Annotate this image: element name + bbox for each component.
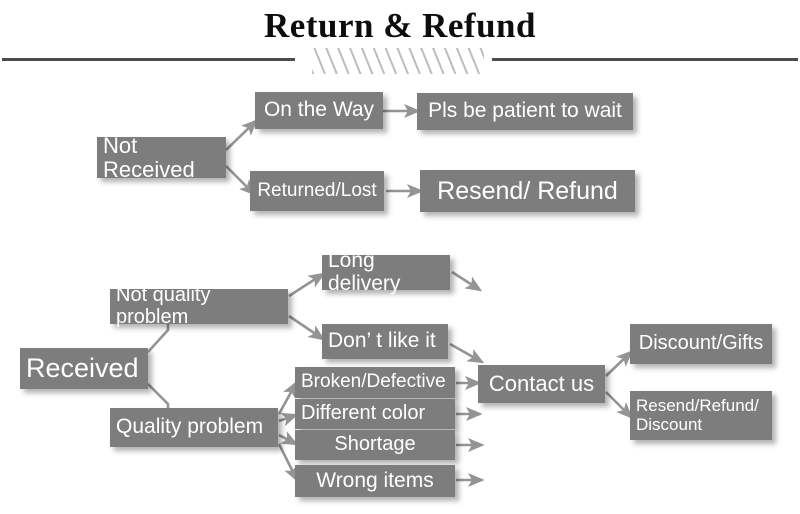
hatched-divider-icon bbox=[312, 48, 484, 74]
connector-group-received-root bbox=[147, 324, 170, 410]
node-label: Broken/Defective bbox=[301, 371, 446, 393]
node-contact-us[interactable]: Contact us bbox=[478, 365, 605, 403]
node-label: Different color bbox=[301, 402, 426, 425]
node-label: Discount/Gifts bbox=[638, 332, 764, 355]
node-pls-be-patient-to-wait[interactable]: Pls be patient to wait bbox=[417, 93, 633, 130]
node-not-received[interactable]: Not Received bbox=[97, 133, 226, 181]
header-divider bbox=[0, 48, 800, 74]
divider-rule-right bbox=[492, 58, 798, 61]
connector-group-quality bbox=[277, 380, 299, 483]
node-shortage[interactable]: Shortage bbox=[295, 430, 455, 460]
connector-group-contact-outcomes bbox=[605, 350, 633, 419]
node-long-delivery[interactable]: Long delivery bbox=[322, 249, 450, 294]
node-label: Quality problem bbox=[116, 415, 264, 439]
node-discount-gifts[interactable]: Discount/Gifts bbox=[630, 324, 772, 364]
node-received[interactable]: Received bbox=[20, 348, 148, 389]
node-label: Returned/Lost bbox=[257, 179, 377, 201]
node-different-color[interactable]: Different color bbox=[295, 399, 455, 429]
node-label: Resend/ Refund bbox=[437, 176, 618, 205]
node-label: Not quality problem bbox=[116, 283, 211, 328]
node-label: Don’ t like it bbox=[328, 329, 436, 353]
node-label: Shortage bbox=[334, 433, 416, 456]
node-quality-problem[interactable]: Quality problem bbox=[110, 408, 278, 447]
node-label: Received bbox=[26, 352, 139, 383]
page-title: Return & Refund bbox=[264, 6, 536, 45]
node-returned-lost[interactable]: Returned/Lost bbox=[250, 171, 384, 211]
connector-group-not-received bbox=[225, 103, 424, 199]
node-label: Not Received bbox=[103, 132, 195, 182]
node-label-line-1: Resend/Refund/ bbox=[636, 396, 759, 416]
node-label: Long delivery bbox=[328, 248, 401, 295]
node-on-the-way[interactable]: On the Way bbox=[255, 92, 383, 129]
node-resend-refund[interactable]: Resend/ Refund bbox=[420, 170, 635, 212]
node-label: On the Way bbox=[263, 98, 375, 122]
divider-rule-left bbox=[2, 58, 295, 61]
node-broken-defective[interactable]: Broken/Defective bbox=[295, 367, 455, 398]
node-wrong-items[interactable]: Wrong items bbox=[295, 465, 455, 497]
connector-group-not-quality bbox=[288, 272, 326, 341]
connector-group-to-contact-us bbox=[449, 270, 485, 488]
node-not-quality-problem[interactable]: Not quality problem bbox=[110, 284, 288, 327]
node-label: Wrong items bbox=[316, 468, 434, 492]
node-resend-refund-discount[interactable]: Resend/Refund/ Discount bbox=[630, 391, 772, 440]
node-label: Contact us bbox=[488, 371, 595, 397]
node-label-line-2: Discount bbox=[636, 414, 703, 434]
node-label: Pls be patient to wait bbox=[428, 99, 622, 123]
node-dont-like-it[interactable]: Don’ t like it bbox=[322, 324, 448, 359]
